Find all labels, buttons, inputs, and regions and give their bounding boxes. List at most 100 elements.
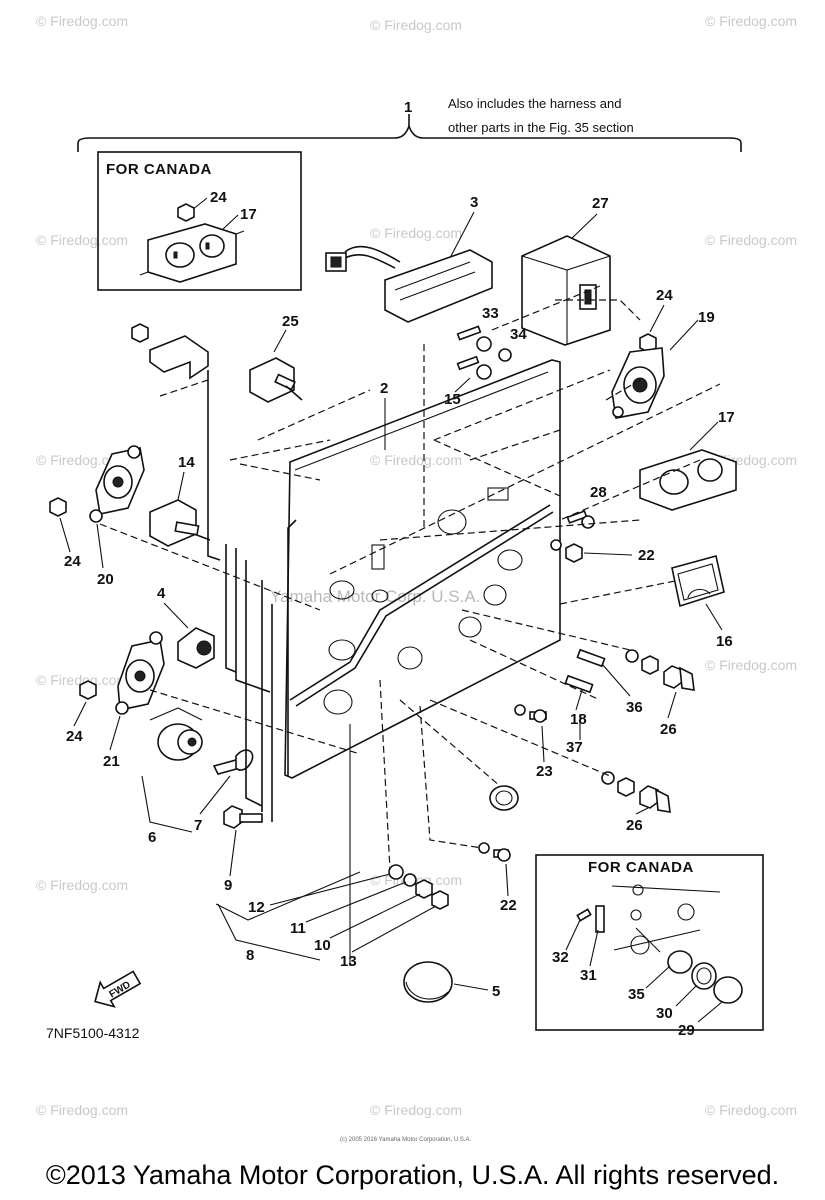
callout-24c-top: 24 xyxy=(656,287,673,304)
callout-23: 23 xyxy=(536,763,553,780)
projection-lines xyxy=(99,285,721,871)
watermark: © Firedog.com xyxy=(705,657,797,673)
knob-icon xyxy=(663,665,695,691)
watermark: © Firedog.com xyxy=(370,17,462,33)
watermark: © Firedog.com xyxy=(705,1102,797,1118)
callout-26a: 26 xyxy=(660,721,677,738)
screw-icon xyxy=(456,355,492,380)
washer-icon xyxy=(403,873,417,887)
watermark: © Firedog.com xyxy=(36,877,128,893)
grommet-icon xyxy=(667,950,743,1004)
washer-icon xyxy=(388,864,404,880)
assembly-bracket xyxy=(77,123,742,152)
callout-35: 35 xyxy=(628,986,645,1003)
washer-icon xyxy=(478,842,490,854)
outlet-20 xyxy=(89,445,145,523)
callout-31: 31 xyxy=(580,967,597,984)
watermark: © Firedog.com xyxy=(36,672,128,688)
callout-33: 33 xyxy=(482,305,499,322)
callout-17-top: 17 xyxy=(240,206,257,223)
callout-28: 28 xyxy=(590,484,607,501)
callout-9: 9 xyxy=(224,877,232,894)
callout-7: 7 xyxy=(194,817,202,834)
callout-22b: 22 xyxy=(500,897,517,914)
callout-37: 37 xyxy=(566,739,583,756)
harness-connector-3: 3 xyxy=(325,194,493,323)
nut-icon xyxy=(641,655,659,675)
callout-3: 3 xyxy=(470,194,478,211)
bolt-icon xyxy=(564,648,606,694)
callout-16: 16 xyxy=(716,633,733,650)
callout-24-top: 24 xyxy=(210,189,227,206)
watermark: © Firedog.com xyxy=(705,232,797,248)
nut-icon xyxy=(431,890,449,910)
note-line-1: Also includes the harness and xyxy=(448,96,621,111)
cover-bracket xyxy=(131,323,209,380)
screw-icon xyxy=(576,908,592,922)
bolt-icon xyxy=(223,805,263,829)
outlet-17: 17 xyxy=(639,409,737,511)
key-icon xyxy=(212,749,254,775)
watermark: © Firedog.com xyxy=(36,452,128,468)
callout-12: 12 xyxy=(248,899,265,916)
toggle-switch-25: 25 xyxy=(249,313,303,403)
wiring-harness xyxy=(207,370,351,966)
callout-6: 6 xyxy=(148,829,156,846)
watermark: © Firedog.com xyxy=(370,1102,462,1118)
washer-icon xyxy=(514,704,526,716)
watermark: © Firedog.com xyxy=(370,452,462,468)
key-switch-6 xyxy=(149,707,203,761)
washer-icon xyxy=(601,771,615,785)
nut-icon xyxy=(617,777,635,797)
callout-15: 15 xyxy=(444,391,461,408)
washer-icon xyxy=(498,348,512,362)
callout-22a: 22 xyxy=(638,547,655,564)
washer-icon xyxy=(550,539,562,551)
nut-icon xyxy=(415,879,433,899)
nut-icon xyxy=(79,680,97,700)
nut-icon xyxy=(49,497,67,517)
washer-icon xyxy=(625,649,639,663)
callout-13: 13 xyxy=(340,953,357,970)
callout-21: 21 xyxy=(103,753,120,770)
grommet-icon xyxy=(489,785,519,811)
callout-34: 34 xyxy=(510,326,527,343)
watermark: © Firedog.com xyxy=(705,13,797,29)
callout-17: 17 xyxy=(718,409,735,426)
callout-27: 27 xyxy=(592,195,609,212)
screw-icon xyxy=(493,848,511,862)
callout-8: 8 xyxy=(246,947,254,964)
callout-19: 19 xyxy=(698,309,715,326)
canada-inset-bottom: FOR CANADA 32 31 35 30 29 xyxy=(535,854,764,1039)
callout-4: 4 xyxy=(157,585,166,602)
canada-inset-top: FOR CANADA 24 17 xyxy=(97,151,302,291)
fine-print: (c) 2005 2016 Yamaha Motor Corporation, … xyxy=(340,1137,472,1143)
callout-32: 32 xyxy=(552,949,569,966)
toggle-switch-14: 14 xyxy=(149,454,211,547)
watermark: © Firedog.com xyxy=(36,1102,128,1118)
outlet-19: 24 19 xyxy=(611,287,715,419)
connector-4: 4 xyxy=(157,585,215,669)
control-panel-plate: 2 xyxy=(284,359,561,779)
regulator-box-27: 27 xyxy=(521,195,611,346)
cap-5 xyxy=(403,961,453,1003)
screw-icon xyxy=(456,325,492,352)
outlet-receptacle-icon xyxy=(139,223,245,283)
nut-icon xyxy=(565,543,583,563)
screw-icon xyxy=(566,510,595,529)
callout-14: 14 xyxy=(178,454,195,471)
watermark: © Firedog.com xyxy=(36,232,128,248)
callout-2: 2 xyxy=(380,380,388,397)
callout-29: 29 xyxy=(678,1022,695,1039)
callout-26b: 26 xyxy=(626,817,643,834)
watermark: © Firedog.com xyxy=(36,13,128,29)
nut-icon xyxy=(177,203,195,222)
fwd-arrow-icon: FWD xyxy=(94,970,142,1008)
diagram-code: 7NF5100-4312 xyxy=(46,1025,140,1041)
callout-24a: 24 xyxy=(64,553,81,570)
callout-1: 1 xyxy=(404,99,412,116)
callout-5: 5 xyxy=(492,983,500,1000)
note-line-2: other parts in the Fig. 35 section xyxy=(448,120,634,135)
outlet-21 xyxy=(115,631,165,715)
